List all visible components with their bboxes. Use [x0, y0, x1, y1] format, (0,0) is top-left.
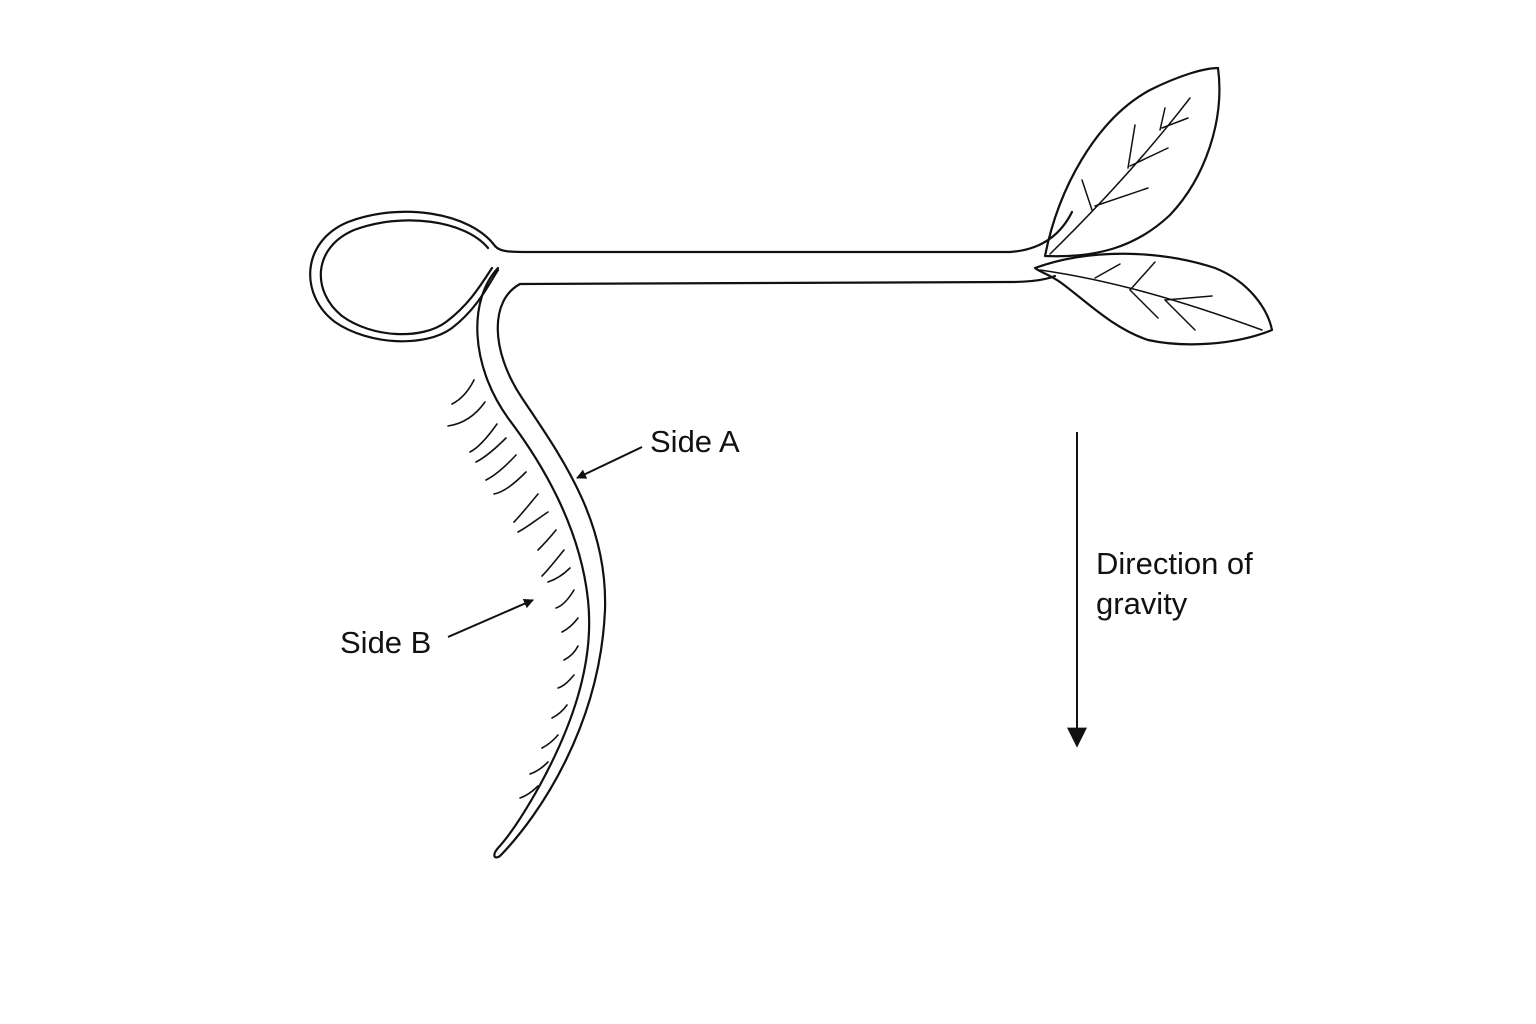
gravity-label-line2: gravity	[1096, 586, 1188, 621]
upper-leaf-vein	[1161, 117, 1189, 129]
upper-leaf-vein	[1094, 187, 1149, 207]
root-hair	[563, 645, 579, 661]
seed-inner-outline	[319, 219, 494, 336]
lower-leaf-outline	[1033, 252, 1274, 346]
root-hair	[557, 674, 575, 689]
upper-leaf-vein	[1081, 179, 1093, 211]
upper-leaf	[1043, 66, 1221, 258]
root-hair	[551, 704, 568, 719]
lower-leaf-vein	[1129, 261, 1156, 291]
lower-leaf-vein	[1164, 299, 1196, 331]
upper-leaf-outline	[1043, 66, 1221, 258]
lower-leaf-vein	[1129, 289, 1159, 319]
root-hair	[561, 617, 579, 633]
root	[476, 266, 607, 859]
root-hair	[537, 529, 557, 551]
seed-outer-outline	[309, 210, 500, 343]
root-hair	[529, 761, 549, 775]
root-hair	[517, 511, 549, 533]
shoot-bottom-edge	[518, 274, 1057, 286]
lower-leaf-vein	[1164, 295, 1213, 301]
root-hair	[451, 379, 475, 405]
upper-leaf-vein	[1129, 147, 1169, 167]
root-hair	[541, 549, 565, 577]
root-hair	[555, 589, 575, 609]
root-hair	[447, 401, 486, 427]
side-b-text: Side B	[340, 625, 431, 660]
side-a-text: Side A	[650, 424, 740, 459]
root-outline	[476, 266, 607, 859]
gravity-label-line1: Direction of	[1096, 546, 1253, 581]
lower-leaf-vein	[1094, 263, 1121, 279]
shoot-stem	[493, 210, 1074, 286]
root-hair	[469, 423, 498, 453]
label-side-a: Side A	[576, 424, 740, 479]
upper-leaf-vein	[1159, 107, 1166, 131]
root-hair	[541, 734, 559, 749]
root-hair	[519, 785, 539, 799]
lower-leaf-midrib	[1039, 269, 1263, 331]
root-hair	[475, 437, 507, 463]
upper-leaf-midrib	[1049, 97, 1191, 255]
root-hair	[485, 454, 517, 481]
upper-leaf-vein	[1127, 124, 1136, 169]
label-side-b: Side B	[340, 599, 534, 660]
gravity-indicator: Direction of gravity	[1067, 432, 1253, 748]
shoot-top-edge	[493, 210, 1074, 254]
seed	[309, 210, 500, 343]
side-a-arrow	[576, 446, 643, 479]
side-b-arrow	[447, 599, 534, 638]
lower-leaf	[1033, 252, 1274, 346]
root-hair	[493, 471, 527, 495]
root-hair	[547, 567, 571, 583]
root-hair	[513, 493, 539, 523]
root-hairs	[447, 379, 579, 799]
